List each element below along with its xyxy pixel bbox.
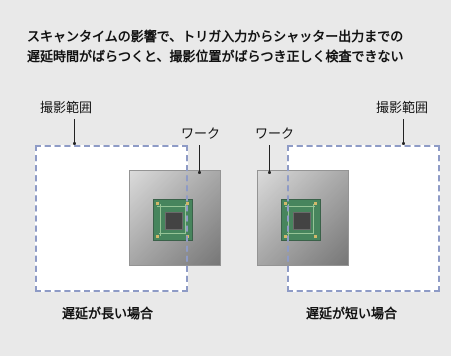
left-capture-range-outline	[35, 145, 188, 292]
right-work	[257, 170, 349, 266]
diagram-title: スキャンタイムの影響で、トリガ入力からシャッター出力までの 遅延時間がばらつくと…	[27, 28, 447, 68]
right-range-leader-dot	[402, 142, 405, 145]
right-work-leader	[269, 145, 270, 172]
left-range-leader-dot	[73, 142, 76, 145]
right-capture-range-outline	[287, 145, 440, 292]
right-work-label: ワーク	[255, 127, 295, 142]
left-range-leader	[74, 119, 75, 143]
title-line-2: 遅延時間がばらつくと、撮影位置がばらつき正しく検査できない	[27, 50, 404, 65]
right-caption: 遅延が短い場合	[306, 307, 398, 322]
right-work-leader-dot	[268, 171, 271, 174]
left-work-leader	[199, 145, 200, 172]
right-range-label: 撮影範囲	[376, 101, 429, 116]
left-caption: 遅延が長い場合	[62, 307, 154, 322]
left-work-label: ワーク	[181, 127, 221, 142]
left-range-label: 撮影範囲	[40, 101, 93, 116]
title-line-1: スキャンタイムの影響で、トリガ入力からシャッター出力までの	[27, 30, 404, 45]
left-work-leader-dot	[198, 171, 201, 174]
right-range-leader	[403, 119, 404, 143]
